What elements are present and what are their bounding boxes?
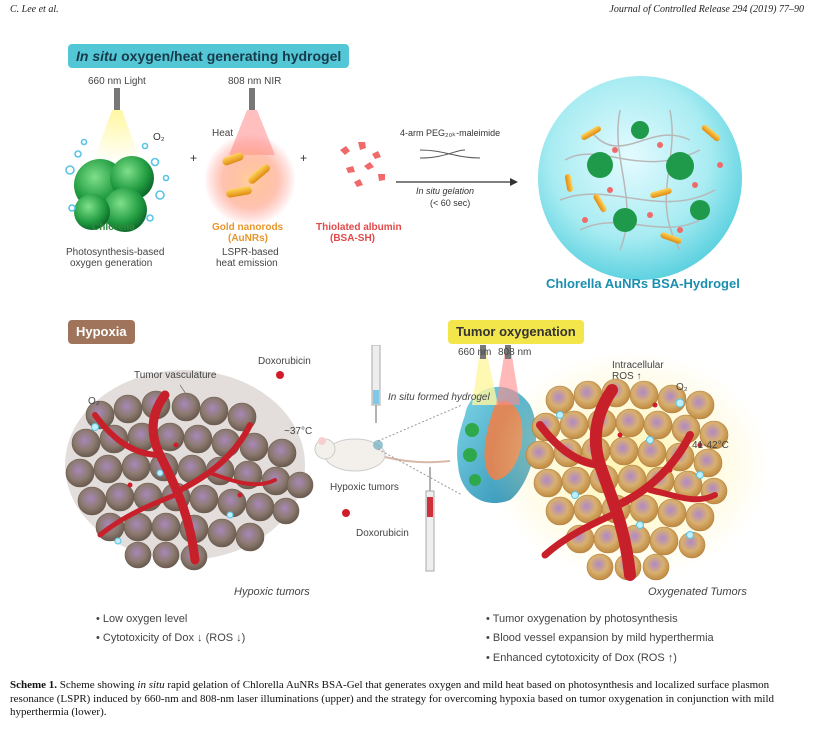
thiolated-albumin-icon (340, 142, 385, 187)
running-header-authors: C. Lee et al. (10, 4, 59, 15)
aunr-desc-2: heat emission (216, 258, 278, 269)
gelation-label-1: In situ gelation (416, 186, 474, 196)
left-bullet-2: • Cytotoxicity of Dox ↓ (ROS ↓) (96, 632, 246, 644)
caption-text-1: Scheme showing (57, 679, 138, 691)
doxorubicin-label-bottom: Doxorubicin (356, 528, 409, 539)
mouse-icon (314, 437, 451, 472)
o2-label-left: O₂ (88, 396, 100, 407)
running-header-journal: Journal of Controlled Release 294 (2019)… (609, 4, 804, 15)
syringe-top-icon (371, 345, 381, 423)
oxygenated-tumors-caption: Oxygenated Tumors (648, 586, 747, 598)
hydrogel-sphere-icon (538, 76, 742, 280)
in-situ-hydrogel-label: In situ formed hydrogel (388, 392, 490, 403)
hypoxia-banner: Hypoxia (68, 320, 135, 344)
chlorella-name: Chlorella (92, 222, 135, 233)
aunr-name-1: Gold nanorods (212, 222, 284, 233)
aunr-desc-1: LSPR-based (222, 247, 279, 258)
caption-text-2: rapid gelation of Chlorella AuNRs BSA-Ge… (10, 679, 775, 718)
light-660-label: 660 nm Light (88, 76, 146, 87)
syringe-bottom-icon (425, 467, 435, 572)
bsa-name-2: (BSA-SH) (330, 233, 375, 244)
right-bullet-1: • Tumor oxygenation by photosynthesis (486, 613, 678, 625)
banner-italic: In situ (76, 48, 118, 64)
tumor-oxygenation-banner: Tumor oxygenation (448, 320, 584, 344)
plus-1: + (190, 151, 197, 165)
top-panel-illustration: O₂ + Heat + 4-arm PEG₂₀ₖ-maleimide In si… (65, 76, 742, 280)
tumor-vasculature-label: Tumor vasculature (134, 370, 217, 381)
right-bullet-3: • Enhanced cytotoxicity of Dox (ROS ↑) (486, 652, 677, 664)
laser-660-label: 660 nm (458, 347, 492, 358)
temp-label-right: 41-42°C (692, 440, 729, 451)
doxorubicin-label-top: Doxorubicin (258, 356, 311, 367)
gold-nanorods-icon (222, 152, 270, 198)
caption-label: Scheme 1. (10, 679, 58, 691)
caption-italic: in situ (137, 679, 165, 691)
right-bullet-2: • Blood vessel expansion by mild hyperth… (486, 632, 714, 644)
ros-label-2: ROS ↑ (612, 371, 642, 382)
temp-label-left: ~37°C (284, 426, 313, 437)
ros-label-1: Intracellular (612, 360, 664, 371)
top-panel-banner: In situ oxygen/heat generating hydrogel (68, 44, 350, 68)
doxorubicin-dot-bottom (342, 509, 350, 517)
laser-808-label: 808 nm (498, 347, 532, 358)
heat-label: Heat (212, 128, 233, 139)
left-bullet-1: • Low oxygen level (96, 613, 188, 625)
scheme-caption: Scheme 1. Scheme showing in situ rapid g… (10, 679, 806, 720)
bottom-panel-illustration (65, 345, 770, 581)
banner-rest: oxygen/heat generating hydrogel (117, 48, 342, 64)
peg-label: 4-arm PEG₂₀ₖ-maleimide (400, 128, 500, 138)
plus-2: + (300, 151, 307, 165)
o2-label-right: O₂ (676, 382, 688, 393)
aunr-name-2: (AuNRs) (228, 233, 268, 244)
bsa-name-1: Thiolated albumin (316, 222, 402, 233)
doxorubicin-dot-top (276, 371, 284, 379)
nir-808-label: 808 nm NIR (228, 76, 282, 87)
hypoxic-tumor-mass (65, 370, 314, 571)
o2-label-top: O₂ (153, 132, 165, 143)
oxygenated-tumor-mass (490, 350, 770, 581)
lamp-660-icon (92, 88, 142, 165)
chlorella-cells-icon (65, 138, 170, 232)
hydrogel-title: Chlorella AuNRs BSA-Hydrogel (546, 276, 740, 291)
chlorella-desc-1: Photosynthesis-based (66, 247, 165, 258)
hypoxic-tumors-mouse-label: Hypoxic tumors (330, 482, 399, 493)
gelation-label-2: (< 60 sec) (430, 198, 470, 208)
hypoxic-tumors-caption: Hypoxic tumors (234, 586, 310, 598)
chlorella-desc-2: oxygen generation (70, 258, 153, 269)
